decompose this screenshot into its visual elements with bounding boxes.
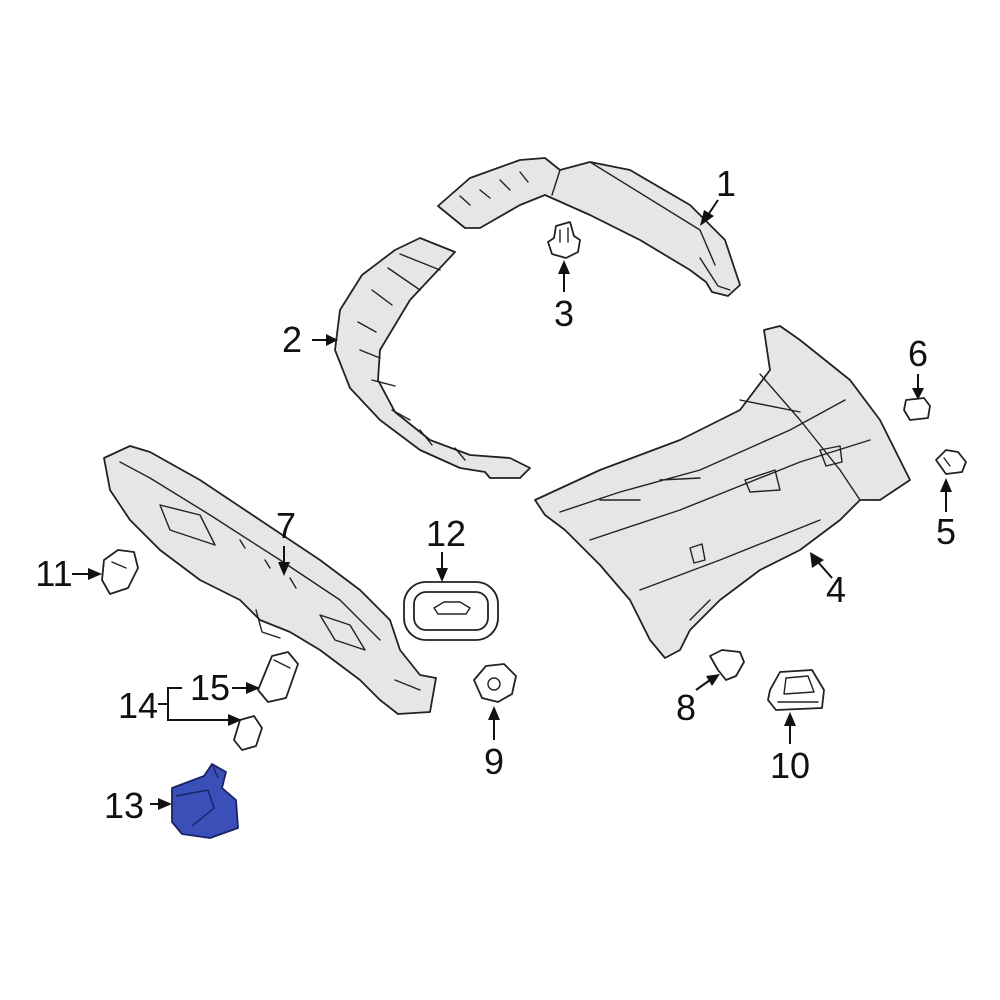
arrowhead-11: [88, 568, 102, 580]
part-9-handle-housing[interactable]: [473, 663, 517, 703]
callout-13: 13: [104, 785, 144, 826]
arrowhead-12: [436, 568, 448, 582]
part-7-lower-trim[interactable]: [103, 445, 437, 715]
part-15-socket[interactable]: [257, 651, 299, 703]
callout-15: 15: [190, 667, 230, 708]
callout-11: 11: [35, 553, 72, 594]
arrowhead-9: [488, 706, 500, 720]
part-11-clip[interactable]: [101, 549, 139, 595]
callout-8: 8: [676, 687, 696, 728]
callout-4: 4: [826, 569, 846, 610]
arrowhead-13: [158, 798, 172, 810]
arrowhead-1: [700, 210, 714, 226]
arrowhead-8: [706, 674, 720, 686]
arrowhead-7: [278, 562, 290, 576]
part-6-cap[interactable]: [903, 397, 931, 421]
callout-7: 7: [276, 505, 296, 546]
arrowhead-4: [810, 552, 824, 568]
arrowhead-14: [228, 714, 242, 726]
arrowhead-3: [558, 260, 570, 274]
callout-10: 10: [770, 745, 810, 786]
callout-5: 5: [936, 511, 956, 552]
arrowhead-2: [326, 334, 338, 346]
callout-14: 14: [118, 685, 158, 726]
leader-lines: [72, 199, 952, 810]
callout-3: 3: [554, 293, 574, 334]
part-10-light-housing[interactable]: [767, 669, 825, 711]
part-4-liftgate-panel[interactable]: [534, 325, 911, 659]
callout-9: 9: [484, 741, 504, 782]
part-2-frame-trim[interactable]: [334, 237, 531, 479]
part-5-bumper[interactable]: [935, 449, 967, 475]
part-12-emblem[interactable]: [403, 581, 499, 641]
part-3-clip[interactable]: [547, 221, 581, 259]
arrowhead-15: [246, 682, 260, 694]
arrowhead-6: [912, 388, 924, 400]
part-13-lamp-highlighted[interactable]: [171, 763, 239, 839]
arrowhead-5: [940, 478, 952, 492]
callout-2: 2: [282, 319, 302, 360]
callout-12: 12: [426, 513, 466, 554]
part-1-upper-trim[interactable]: [437, 157, 741, 297]
arrowhead-10: [784, 712, 796, 726]
callout-1: 1: [716, 163, 736, 204]
part-8-bracket[interactable]: [709, 649, 745, 681]
callout-6: 6: [908, 333, 928, 374]
callout-labels: 1 2 3 4 5 6 7 8 9 10 11 12 13 14 15: [35, 163, 956, 826]
